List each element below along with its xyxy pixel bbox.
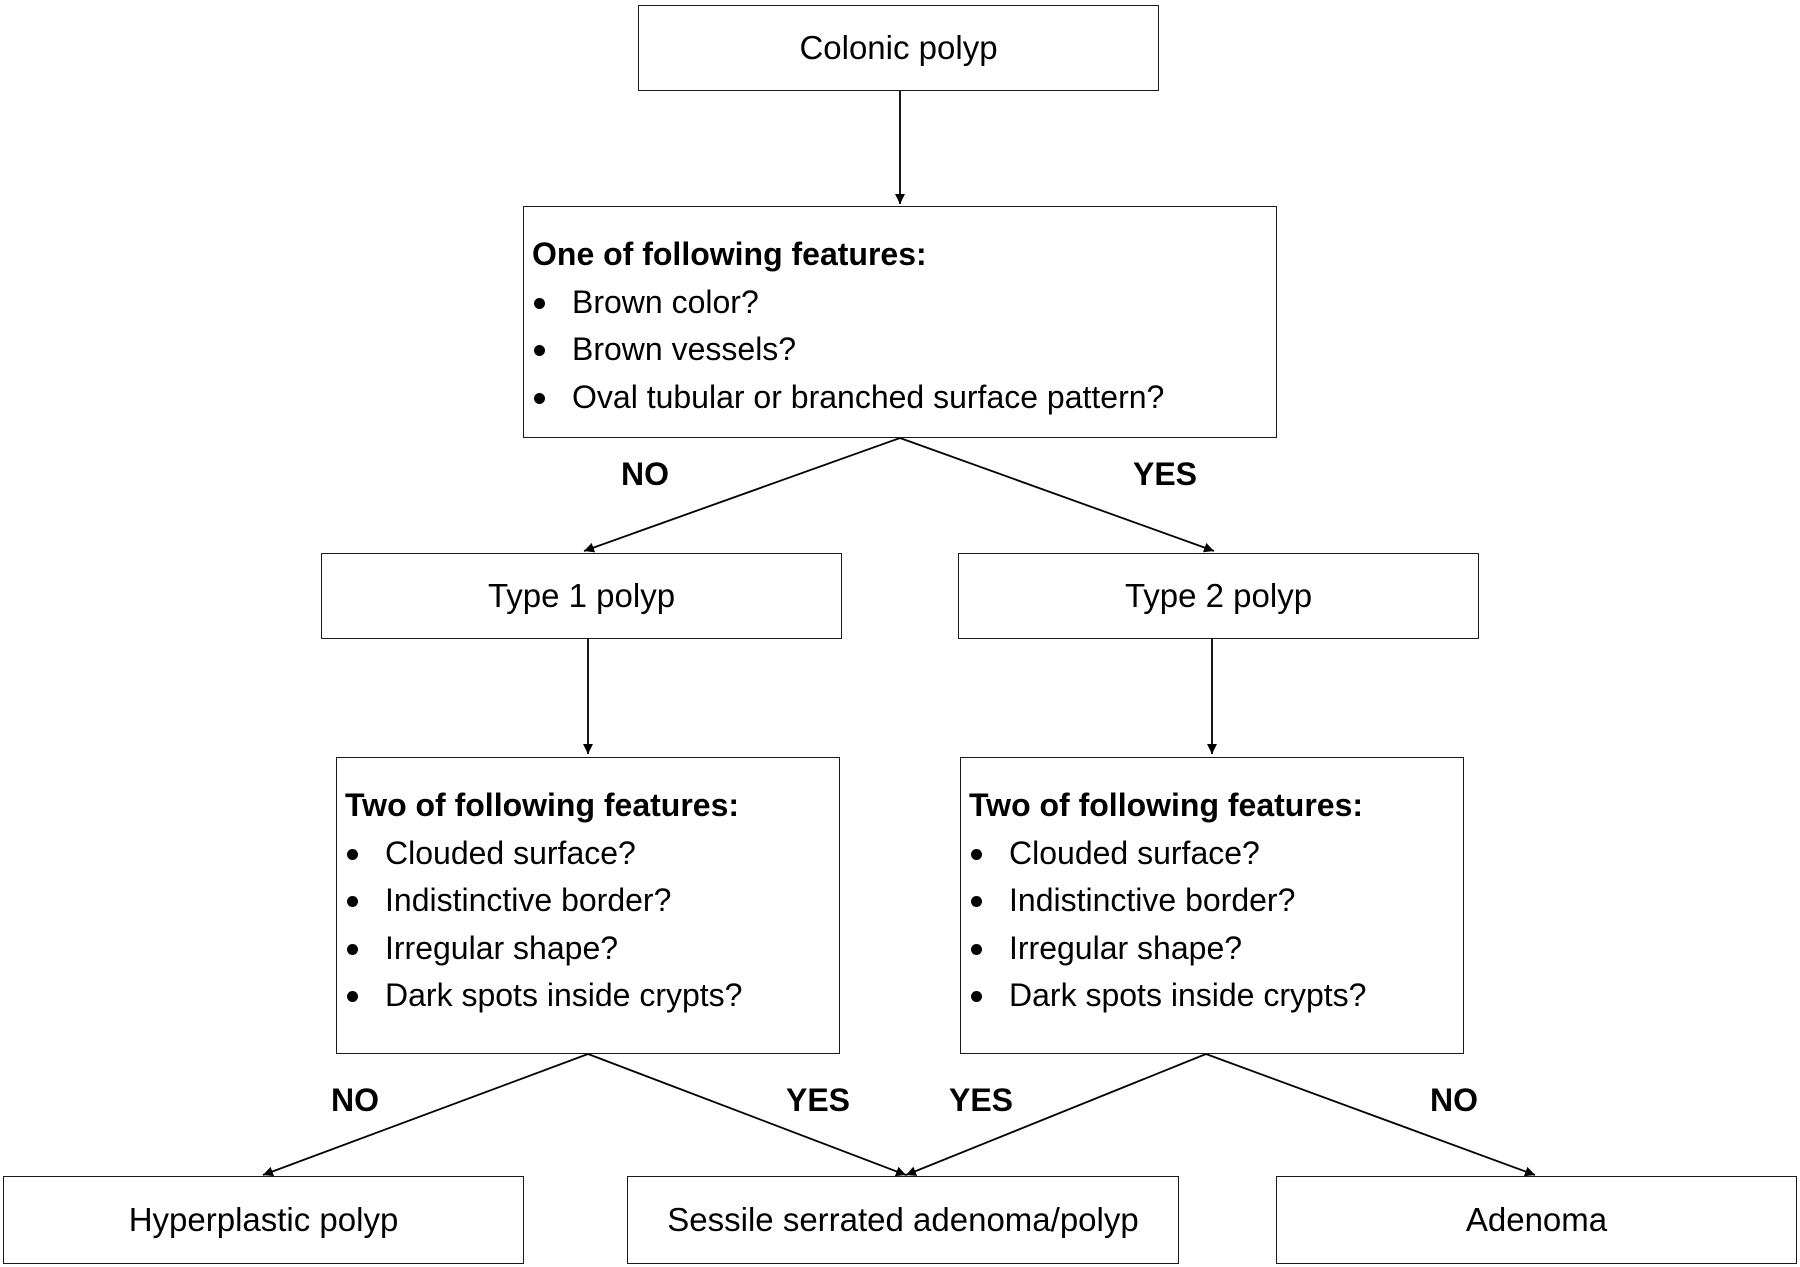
features-right-title: Two of following features:: [969, 787, 1364, 823]
hyperplastic-polyp-label: Hyperplastic polyp: [128, 1201, 399, 1238]
features-left-item: Irregular shape?: [345, 925, 839, 973]
features-top-title: One of following features:: [532, 236, 927, 272]
features-right-item: Indistinctive border?: [969, 877, 1463, 925]
features-right-item: Clouded surface?: [969, 830, 1463, 878]
colonic-polyp-label: Colonic polyp: [799, 29, 998, 66]
colonic-polyp-box: Colonic polyp: [638, 5, 1159, 91]
type2-polyp-label: Type 2 polyp: [1124, 577, 1313, 614]
arrow-right-yes-to-ssa: [905, 1053, 1207, 1176]
features-left-item: Clouded surface?: [345, 830, 839, 878]
hyperplastic-polyp-box: Hyperplastic polyp: [3, 1176, 524, 1264]
features-top-item: Oval tubular or branched surface pattern…: [532, 374, 1276, 422]
type1-polyp-label: Type 1 polyp: [487, 577, 676, 614]
features-right-item: Irregular shape?: [969, 925, 1463, 973]
right-no-label: NO: [1430, 1082, 1478, 1118]
arrow-yes-to-type2: [899, 437, 1215, 553]
arrow-no-to-type1: [583, 437, 901, 553]
left-no-label: NO: [331, 1082, 379, 1118]
features-top-item: Brown vessels?: [532, 326, 1276, 374]
adenoma-box: Adenoma: [1276, 1176, 1797, 1264]
left-yes-label: YES: [785, 1082, 851, 1118]
arrow-left-no-to-hyperplastic: [262, 1053, 589, 1177]
top-yes-label: YES: [1132, 456, 1198, 492]
type1-polyp-box: Type 1 polyp: [321, 553, 842, 639]
features-box-top: One of following features: Brown color? …: [523, 206, 1277, 438]
features-box-left: Two of following features: Clouded surfa…: [336, 757, 840, 1054]
features-box-right: Two of following features: Clouded surfa…: [960, 757, 1464, 1054]
adenoma-label: Adenoma: [1465, 1201, 1608, 1238]
features-left-title: Two of following features:: [345, 787, 740, 823]
features-right-item: Dark spots inside crypts?: [969, 972, 1463, 1020]
ssa-box: Sessile serrated adenoma/polyp: [627, 1176, 1179, 1264]
top-no-label: NO: [621, 456, 669, 492]
type2-polyp-box: Type 2 polyp: [958, 553, 1479, 639]
arrow-right-no-to-adenoma: [1205, 1053, 1536, 1177]
features-left-item: Indistinctive border?: [345, 877, 839, 925]
features-left-item: Dark spots inside crypts?: [345, 972, 839, 1020]
arrow-left-yes-to-ssa: [587, 1053, 907, 1177]
features-top-item: Brown color?: [532, 279, 1276, 327]
right-yes-label: YES: [948, 1082, 1014, 1118]
ssa-label: Sessile serrated adenoma/polyp: [667, 1201, 1139, 1238]
